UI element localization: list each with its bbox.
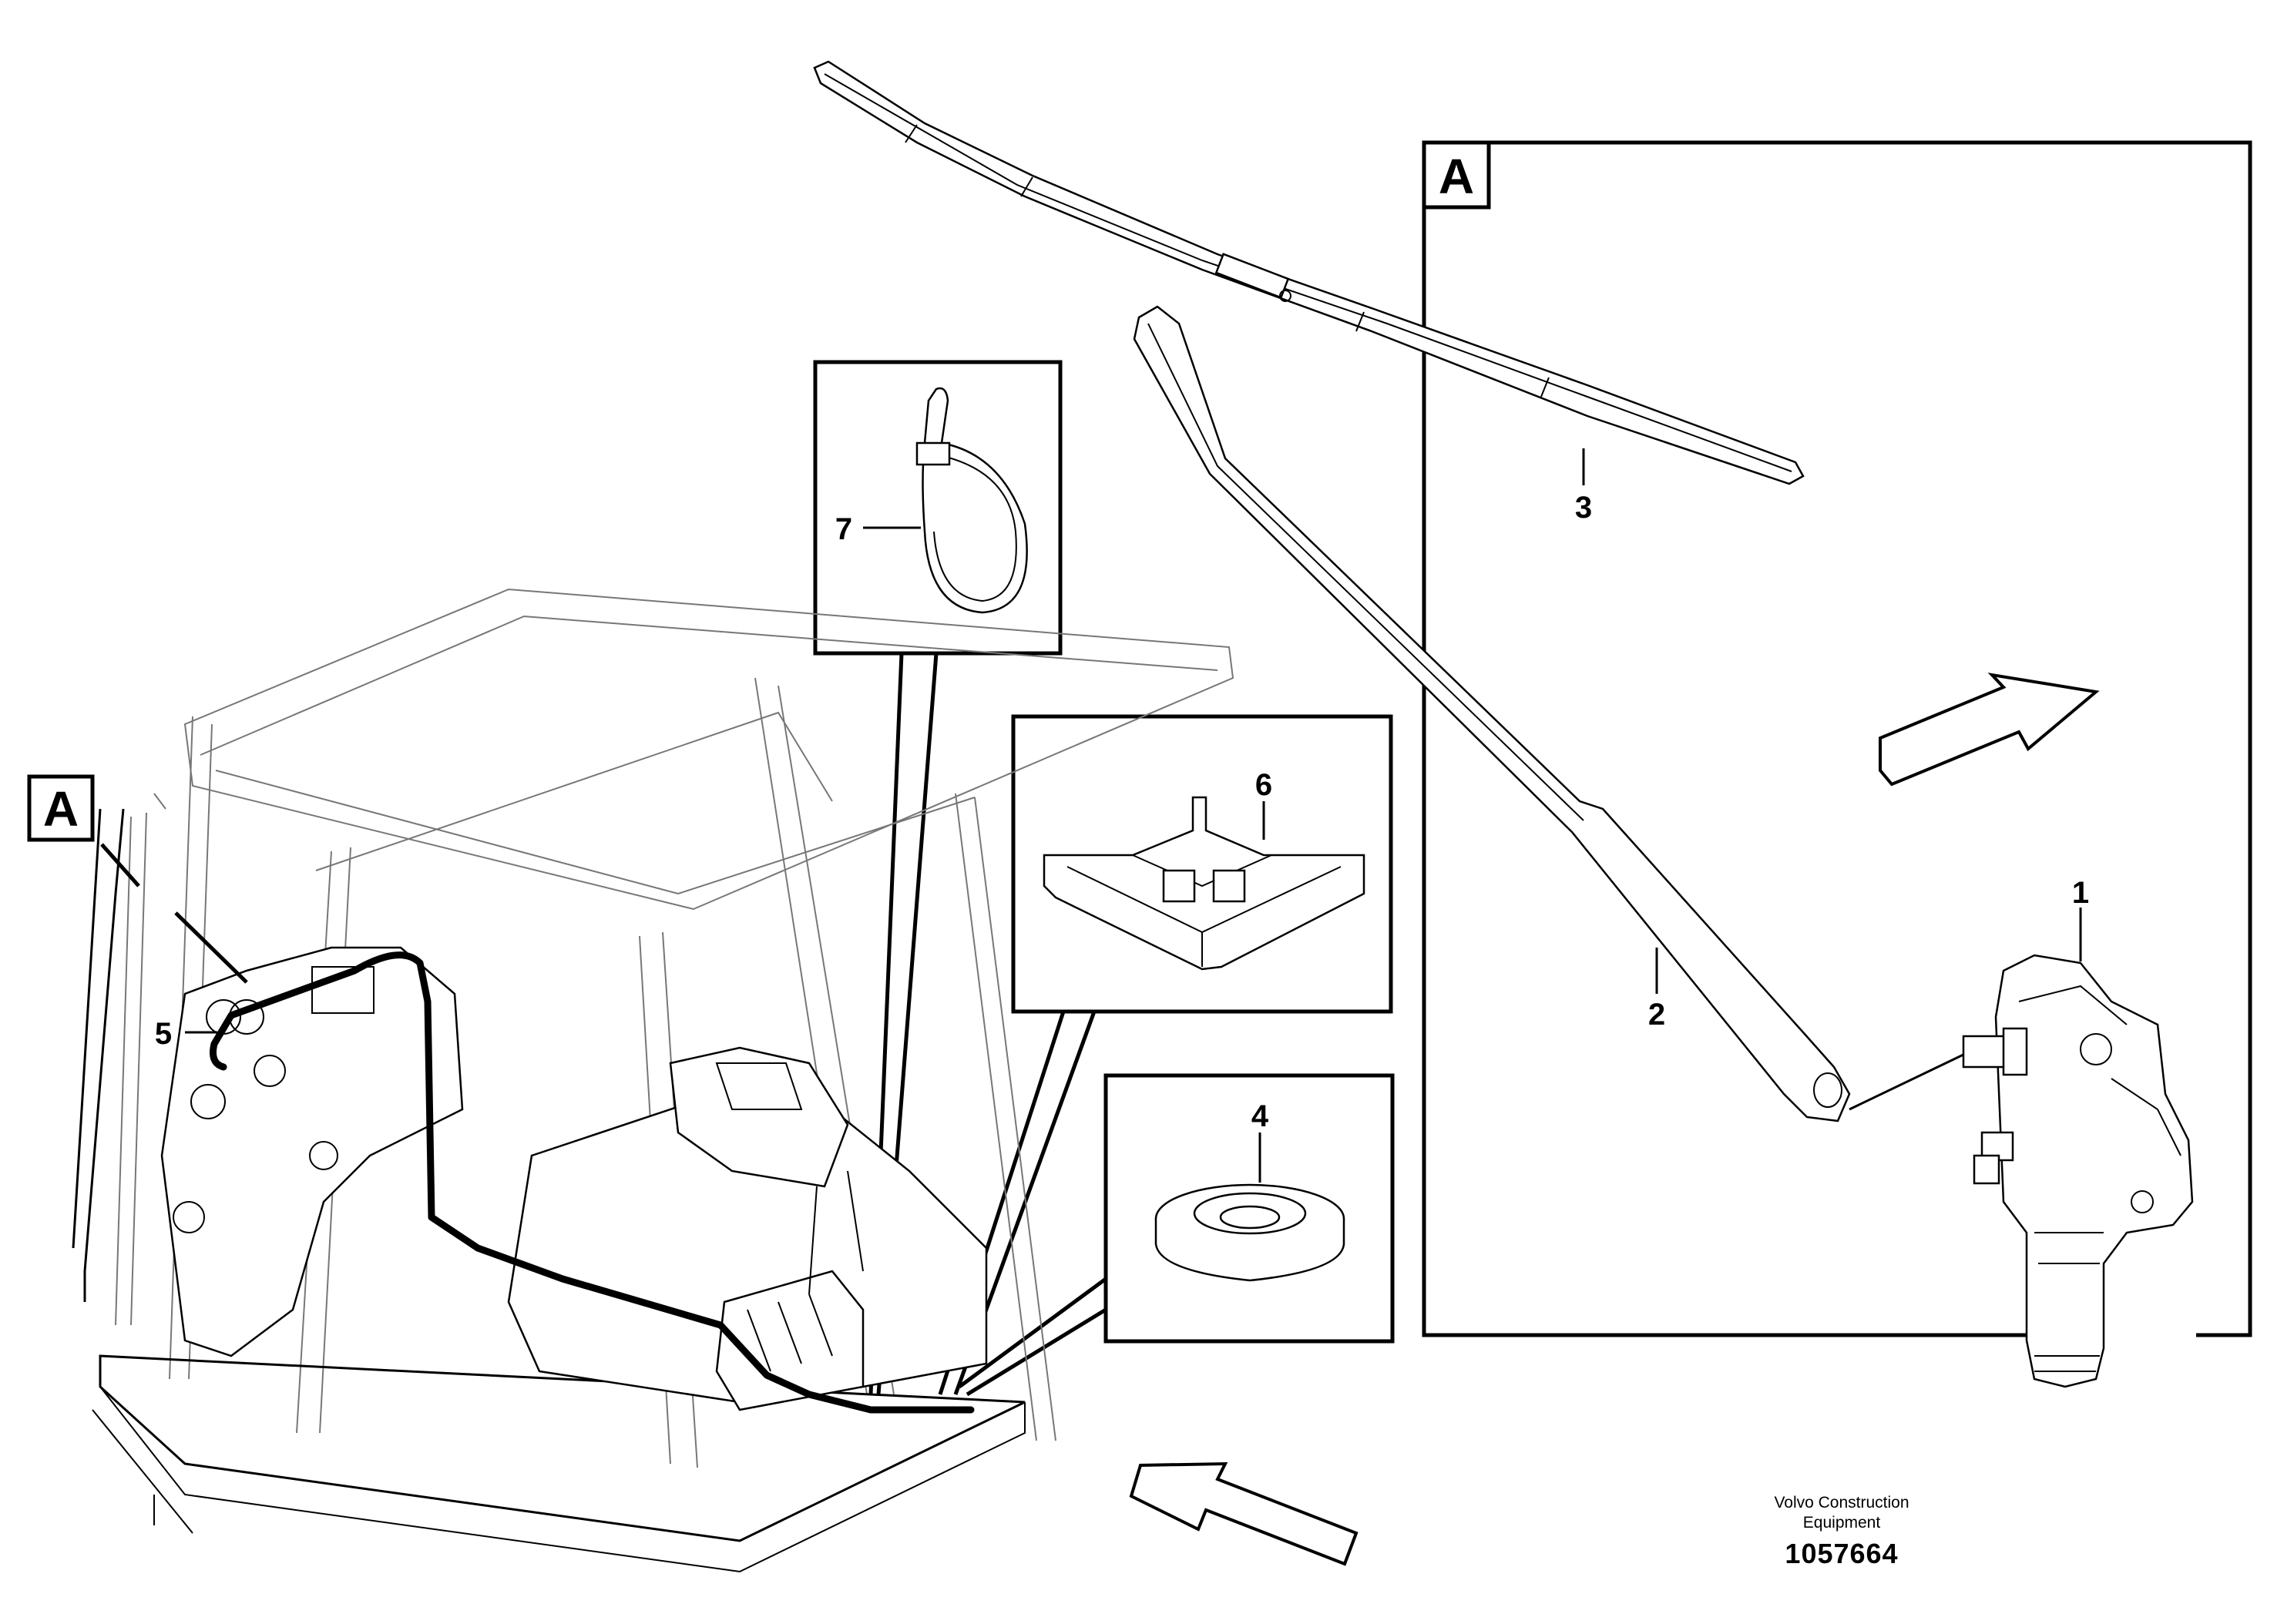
callout-7: 7 <box>835 512 852 546</box>
callout-4: 4 <box>1251 1099 1269 1133</box>
section-a-letter: A <box>43 781 79 837</box>
callout-3: 3 <box>1575 491 1592 525</box>
callout-6: 6 <box>1255 768 1272 802</box>
direction-arrow-icon <box>1879 673 2100 787</box>
callout-2: 2 <box>1648 998 1665 1032</box>
callout-1: 1 <box>2072 876 2089 910</box>
detail-a-letter: A <box>1439 149 1474 204</box>
cable-tie-icon <box>915 387 1028 614</box>
detail-a-frame: A <box>1422 140 2252 1337</box>
grommet-box: 4 <box>1103 1073 1395 1344</box>
grommet-icon <box>1154 1183 1345 1282</box>
wiper-motor-icon <box>1849 954 2194 1388</box>
wiper-arm-icon <box>1133 305 1851 1122</box>
detail-a-tag <box>1422 140 1491 210</box>
section-a-pointer <box>174 911 248 984</box>
callout-5: 5 <box>155 1017 172 1051</box>
section-a-tag <box>27 774 95 842</box>
wiper-blade-icon <box>813 60 1805 485</box>
cab-icon <box>72 588 1234 1573</box>
part-number: 1057664 <box>1785 1538 1899 1569</box>
cable-tie-box: 7 <box>813 360 1063 656</box>
cable-clip-icon <box>1043 796 1365 971</box>
company-name: Volvo Construction Equipment <box>1774 1494 1909 1532</box>
entry-arrow-icon <box>1129 1461 1359 1566</box>
cable-clip-box: 6 <box>1011 714 1393 1014</box>
cable-harness <box>210 951 975 1414</box>
